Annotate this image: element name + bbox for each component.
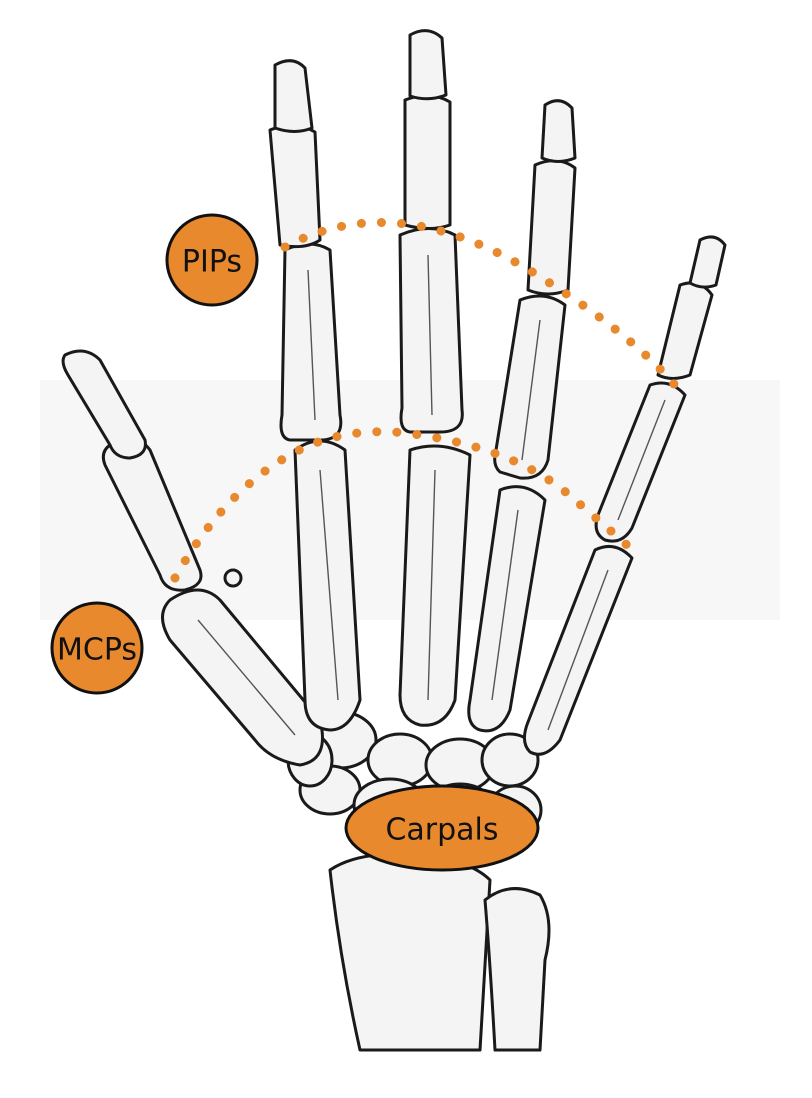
ring-finger-bones xyxy=(467,99,577,733)
mcps-label: MCPs xyxy=(50,601,144,695)
carpals-label: Carpals xyxy=(344,784,540,872)
pips-label-text: PIPs xyxy=(182,245,242,280)
thumb-bones xyxy=(61,349,324,767)
mcp-joint-line xyxy=(170,427,633,583)
ulna-bone xyxy=(483,887,551,1052)
radius-bone xyxy=(328,852,492,1052)
carpals-label-text: Carpals xyxy=(385,813,498,848)
middle-finger-bones xyxy=(398,29,472,727)
pips-label: PIPs xyxy=(165,213,259,307)
bone-shading xyxy=(197,254,666,736)
mcps-label-text: MCPs xyxy=(57,633,137,668)
pip-joint-line xyxy=(280,218,688,400)
